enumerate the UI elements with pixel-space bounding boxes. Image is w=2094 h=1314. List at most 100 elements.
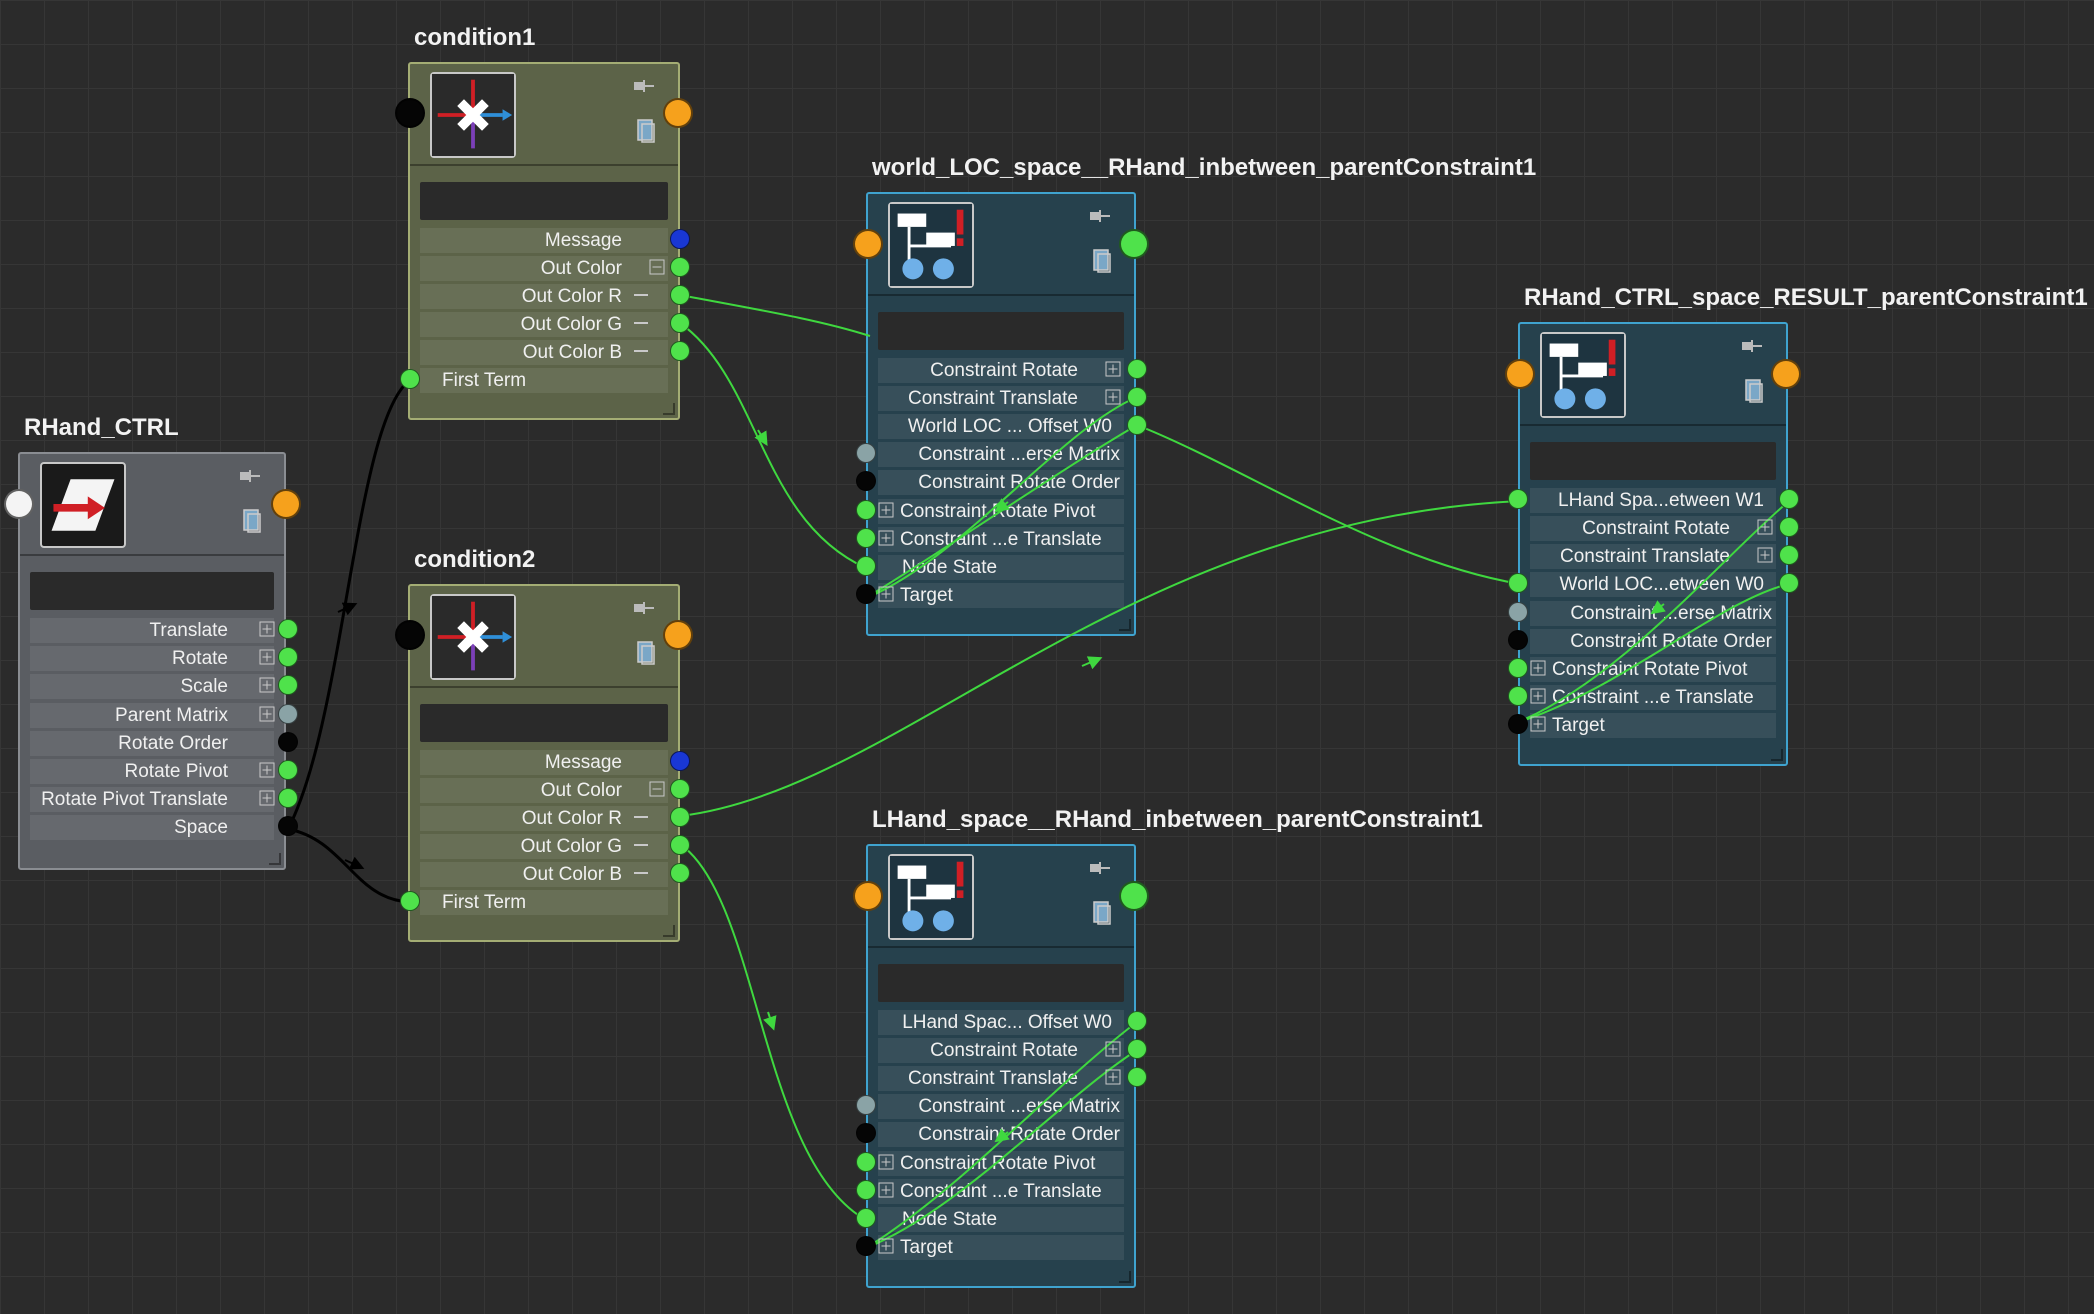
port-input[interactable]: [853, 229, 883, 259]
port-rotate[interactable]: [278, 647, 298, 667]
expand-parent-matrix[interactable]: [259, 706, 275, 722]
node-name-field[interactable]: [30, 572, 274, 610]
port-out-color[interactable]: [670, 779, 690, 799]
document-icon[interactable]: [1744, 378, 1764, 404]
pin-icon[interactable]: [632, 78, 656, 94]
port-offset-w0[interactable]: [1127, 415, 1147, 435]
resize-handle[interactable]: [663, 403, 675, 415]
port-out-color-g[interactable]: [670, 313, 690, 333]
document-icon[interactable]: [242, 508, 262, 534]
port-output[interactable]: [1119, 229, 1149, 259]
node-name-field[interactable]: [878, 964, 1124, 1002]
port-out-color-b[interactable]: [670, 863, 690, 883]
port-out-color-r[interactable]: [670, 807, 690, 827]
expand-constraint-translate[interactable]: [1105, 1069, 1121, 1085]
port-node-state[interactable]: [856, 1208, 876, 1228]
resize-handle[interactable]: [269, 853, 281, 865]
expand-rotate-pivot[interactable]: [878, 1154, 894, 1170]
expand-rotate-pivot[interactable]: [1530, 660, 1546, 676]
port-out-color-r[interactable]: [670, 285, 690, 305]
pin-icon[interactable]: [632, 600, 656, 616]
document-icon[interactable]: [1092, 900, 1112, 926]
port-target[interactable]: [856, 584, 876, 604]
port-rotate-pivot[interactable]: [856, 1152, 876, 1172]
expand-rotate-pivot[interactable]: [878, 502, 894, 518]
port-first-term[interactable]: [400, 891, 420, 911]
port-offset-w0[interactable]: [1127, 1011, 1147, 1031]
port-parent-matrix[interactable]: [278, 704, 298, 724]
port-target[interactable]: [1508, 714, 1528, 734]
port-lhand-weight-out[interactable]: [1779, 489, 1799, 509]
port-world-weight-out[interactable]: [1779, 573, 1799, 593]
resize-handle[interactable]: [1119, 619, 1131, 631]
resize-handle[interactable]: [1771, 749, 1783, 761]
port-constraint-translate[interactable]: [1779, 545, 1799, 565]
node-name-field[interactable]: [420, 182, 668, 220]
pin-icon[interactable]: [238, 468, 262, 484]
port-input[interactable]: [853, 881, 883, 911]
port-input[interactable]: [1505, 359, 1535, 389]
expand-rotate-pivot[interactable]: [259, 762, 275, 778]
node-result-parent-constraint[interactable]: RHand_CTRL_space_RESULT_parentConstraint…: [1518, 284, 2088, 766]
port-output[interactable]: [1771, 359, 1801, 389]
expand-pivot-translate[interactable]: [878, 1182, 894, 1198]
port-output[interactable]: [271, 489, 301, 519]
port-constraint-translate[interactable]: [1127, 1067, 1147, 1087]
resize-handle[interactable]: [1119, 1271, 1131, 1283]
port-constraint-rotate[interactable]: [1779, 517, 1799, 537]
node-rhand-ctrl[interactable]: RHand_CTRL Translate Rotate Scale Parent…: [18, 414, 286, 870]
node-name-field[interactable]: [1530, 442, 1776, 480]
port-rotate-order[interactable]: [856, 471, 876, 491]
expand-rotate[interactable]: [259, 649, 275, 665]
port-space[interactable]: [278, 816, 298, 836]
port-pivot-translate[interactable]: [856, 528, 876, 548]
port-lhand-weight-in[interactable]: [1508, 489, 1528, 509]
pin-icon[interactable]: [1740, 338, 1764, 354]
port-output[interactable]: [663, 620, 693, 650]
expand-target[interactable]: [878, 1238, 894, 1254]
expand-target[interactable]: [878, 586, 894, 602]
expand-constraint-translate[interactable]: [1105, 389, 1121, 405]
port-constraint-translate[interactable]: [1127, 387, 1147, 407]
port-out-color-b[interactable]: [670, 341, 690, 361]
port-pivot-translate[interactable]: [1508, 686, 1528, 706]
port-rotate-pivot[interactable]: [1508, 658, 1528, 678]
document-icon[interactable]: [1092, 248, 1112, 274]
node-name-field[interactable]: [420, 704, 668, 742]
port-pivot-translate[interactable]: [856, 1180, 876, 1200]
expand-constraint-rotate[interactable]: [1105, 1041, 1121, 1057]
pin-icon[interactable]: [1088, 860, 1112, 876]
port-out-color-g[interactable]: [670, 835, 690, 855]
node-name-field[interactable]: [878, 312, 1124, 350]
expand-constraint-rotate[interactable]: [1757, 519, 1773, 535]
document-icon[interactable]: [636, 640, 656, 666]
port-rotate-order[interactable]: [856, 1123, 876, 1143]
expand-scale[interactable]: [259, 677, 275, 693]
port-rotate-order[interactable]: [278, 732, 298, 752]
port-output[interactable]: [663, 98, 693, 128]
port-inverse-matrix[interactable]: [1508, 602, 1528, 622]
port-message[interactable]: [670, 751, 690, 771]
port-first-term[interactable]: [400, 369, 420, 389]
port-input[interactable]: [4, 489, 34, 519]
expand-constraint-rotate[interactable]: [1105, 361, 1121, 377]
port-inverse-matrix[interactable]: [856, 1095, 876, 1115]
port-rotate-order[interactable]: [1508, 630, 1528, 650]
port-inverse-matrix[interactable]: [856, 443, 876, 463]
port-constraint-rotate[interactable]: [1127, 1039, 1147, 1059]
resize-handle[interactable]: [663, 925, 675, 937]
port-message[interactable]: [670, 229, 690, 249]
port-world-weight-in[interactable]: [1508, 573, 1528, 593]
port-scale[interactable]: [278, 675, 298, 695]
port-input[interactable]: [395, 620, 425, 650]
document-icon[interactable]: [636, 118, 656, 144]
node-condition2[interactable]: condition2 Message Out Color Out Color R…: [408, 546, 680, 942]
expand-constraint-translate[interactable]: [1757, 547, 1773, 563]
port-node-state[interactable]: [856, 556, 876, 576]
port-rotate-pivot[interactable]: [278, 760, 298, 780]
expand-out-color[interactable]: [649, 781, 665, 797]
node-condition1[interactable]: condition1 Message Out Color Out Color R…: [408, 24, 680, 420]
expand-out-color[interactable]: [649, 259, 665, 275]
pin-icon[interactable]: [1088, 208, 1112, 224]
port-constraint-rotate[interactable]: [1127, 359, 1147, 379]
